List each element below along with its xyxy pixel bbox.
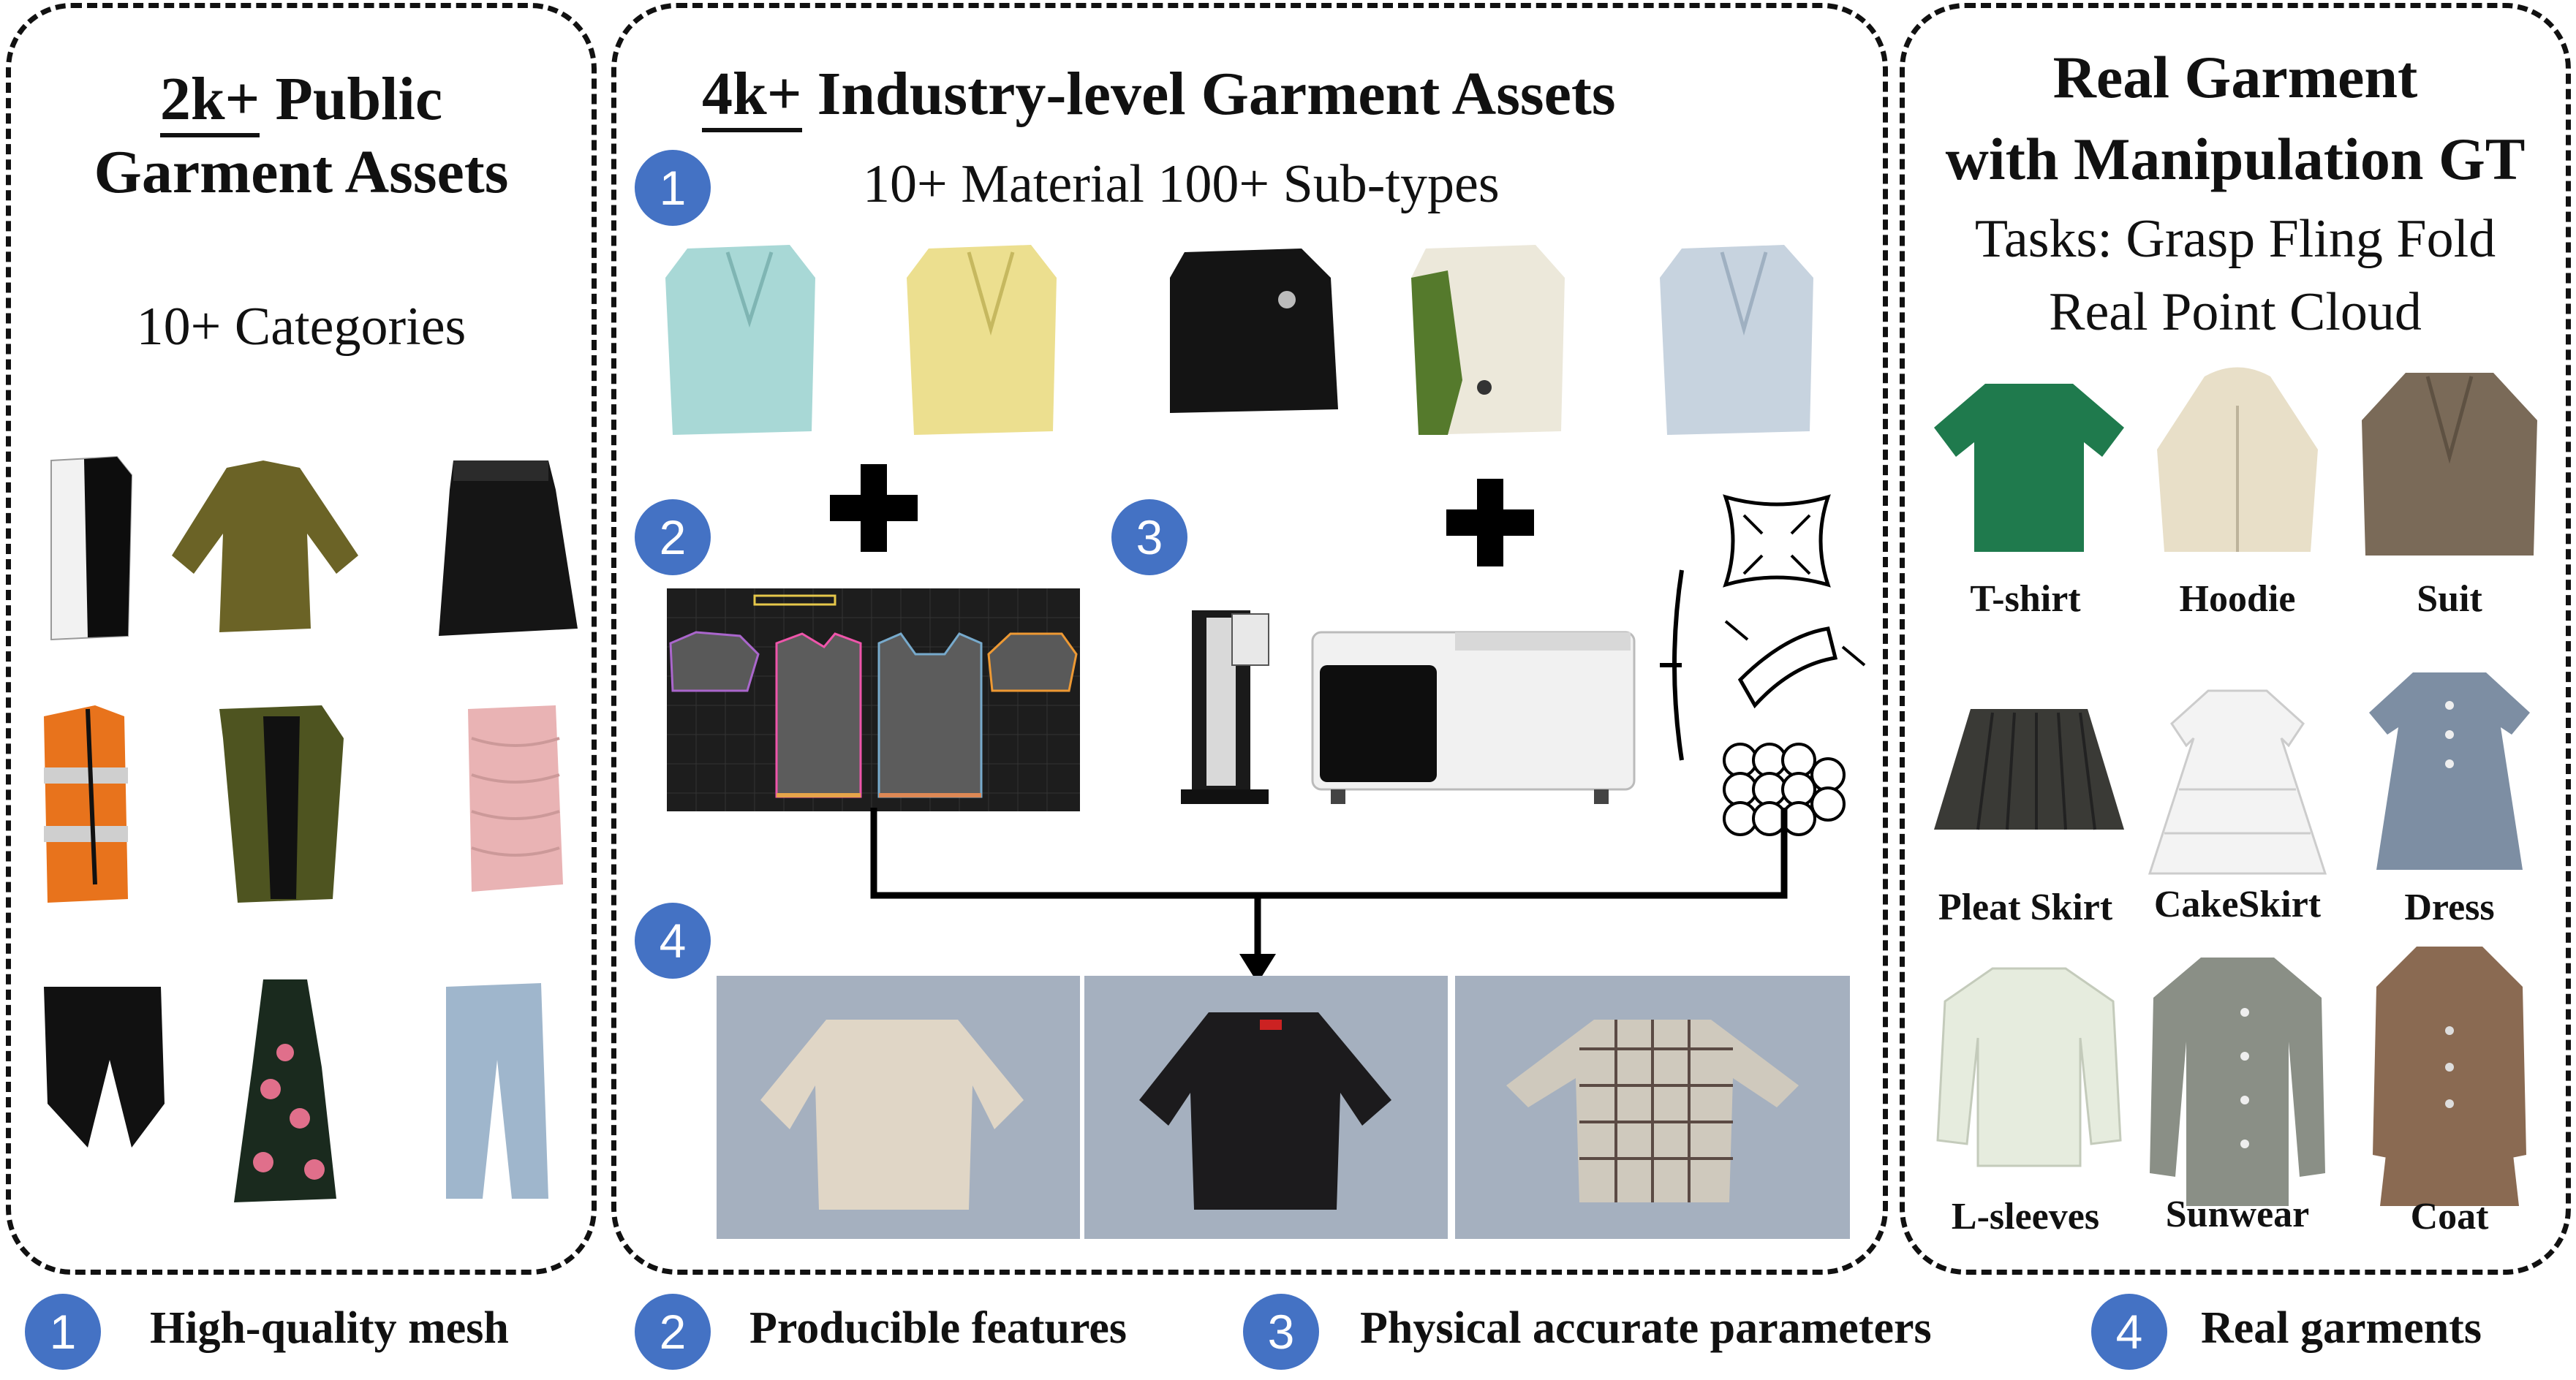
legend-badge-1: 1 [25, 1294, 101, 1370]
olive-jacket-icon [172, 460, 358, 632]
black-shorts-icon [44, 987, 165, 1148]
plus-icon-2 [1446, 479, 1534, 566]
point-cloud-text: Real Point Cloud [2049, 282, 2422, 342]
badge-4: 4 [635, 903, 711, 979]
flow-connector [870, 808, 1788, 983]
label-sunwear: Sunwear [2165, 1194, 2310, 1235]
black-skirt-icon [439, 460, 578, 636]
tensile-tester-image [1181, 610, 1269, 804]
middle-title-count: 4k+ [702, 60, 802, 132]
blazer-lightblue-icon [1660, 245, 1813, 435]
hoodie-image [2157, 367, 2318, 552]
blazer-row [665, 245, 1813, 435]
left-panel-subtitle: 10+ Categories [136, 297, 467, 357]
badge-3: 3 [1111, 499, 1187, 575]
pleat-skirt-image [1934, 709, 2124, 830]
label-hoodie: Hoodie [2179, 578, 2296, 620]
blue-pants-icon [446, 983, 548, 1199]
blazer-black-crop-icon [1170, 249, 1338, 413]
legend-badge-3: 3 [1243, 1294, 1319, 1370]
cake-skirt-image [2148, 689, 2327, 875]
sleeveless-top-icon [50, 455, 133, 641]
legend-text-1: High-quality mesh [150, 1303, 509, 1353]
tshirt-image [1934, 384, 2124, 552]
blazer-yellow-icon [907, 245, 1057, 435]
label-l-sleeves: L-sleeves [1951, 1196, 2100, 1237]
right-title-line1: Real Garment [2052, 44, 2418, 110]
legend-badge-4: 4 [2091, 1294, 2167, 1370]
left-title-line2: Garment Assets [94, 138, 509, 206]
tasks-text: Tasks: Grasp Fling Fold [1974, 209, 2496, 269]
label-cake-skirt: CakeSkirt [2153, 884, 2322, 925]
blazer-green-white-icon [1411, 245, 1565, 435]
plus-icon-1 [830, 464, 918, 552]
middle-panel-subtitle: 10+ Material 100+ Sub-types [863, 154, 1500, 214]
fabric-tester-image [1311, 631, 1636, 804]
right-panel-title: Real Garment with Manipulation GT [1900, 37, 2571, 200]
trench-coat-photo [717, 976, 1080, 1239]
right-title-line2: with Manipulation GT [1945, 126, 2526, 192]
badge-2: 2 [635, 499, 711, 575]
legend-badge-2: 2 [635, 1294, 711, 1370]
deformation-modes-icon [1660, 494, 1866, 836]
badge-1: 1 [635, 150, 711, 226]
sunwear-image [2150, 958, 2325, 1206]
legend-text-2: Producible features [749, 1303, 1128, 1353]
coat-image [2373, 947, 2526, 1206]
middle-title-rest: Industry-level Garment Assets [801, 60, 1616, 128]
left-title-rest: Public [260, 65, 443, 133]
public-assets-panel [6, 3, 597, 1275]
left-panel-title: 2k+ Public Garment Assets [6, 63, 597, 209]
left-title-count: 2k+ [159, 65, 260, 137]
public-garment-grid [44, 455, 578, 1202]
label-dress: Dress [2404, 887, 2495, 928]
label-pleat-skirt: Pleat Skirt [1938, 887, 2113, 928]
safety-vest-icon [44, 705, 128, 903]
ruched-skirt-icon [468, 705, 563, 892]
legend-text-3: Physical accurate parameters [1360, 1303, 1932, 1353]
sewing-pattern-image [667, 588, 1080, 811]
plaid-shirt-photo [1455, 976, 1850, 1239]
legend-text-4: Real garments [2201, 1303, 2482, 1353]
label-coat: Coat [2410, 1196, 2489, 1237]
suit-image [2362, 373, 2537, 556]
label-tshirt: T-shirt [1970, 578, 2081, 620]
denim-jacket-photo [1084, 976, 1448, 1239]
blazer-mint-icon [665, 245, 815, 435]
industry-assets-panel [611, 3, 1888, 1275]
floral-dress-icon [234, 979, 336, 1202]
dress-image [2369, 672, 2530, 870]
green-vest-icon [219, 705, 344, 903]
l-sleeves-image [1936, 967, 2122, 1167]
middle-panel-title: 4k+ Industry-level Garment Assets [702, 58, 1616, 132]
real-garment-panel [1900, 3, 2571, 1275]
label-suit: Suit [2417, 578, 2482, 620]
